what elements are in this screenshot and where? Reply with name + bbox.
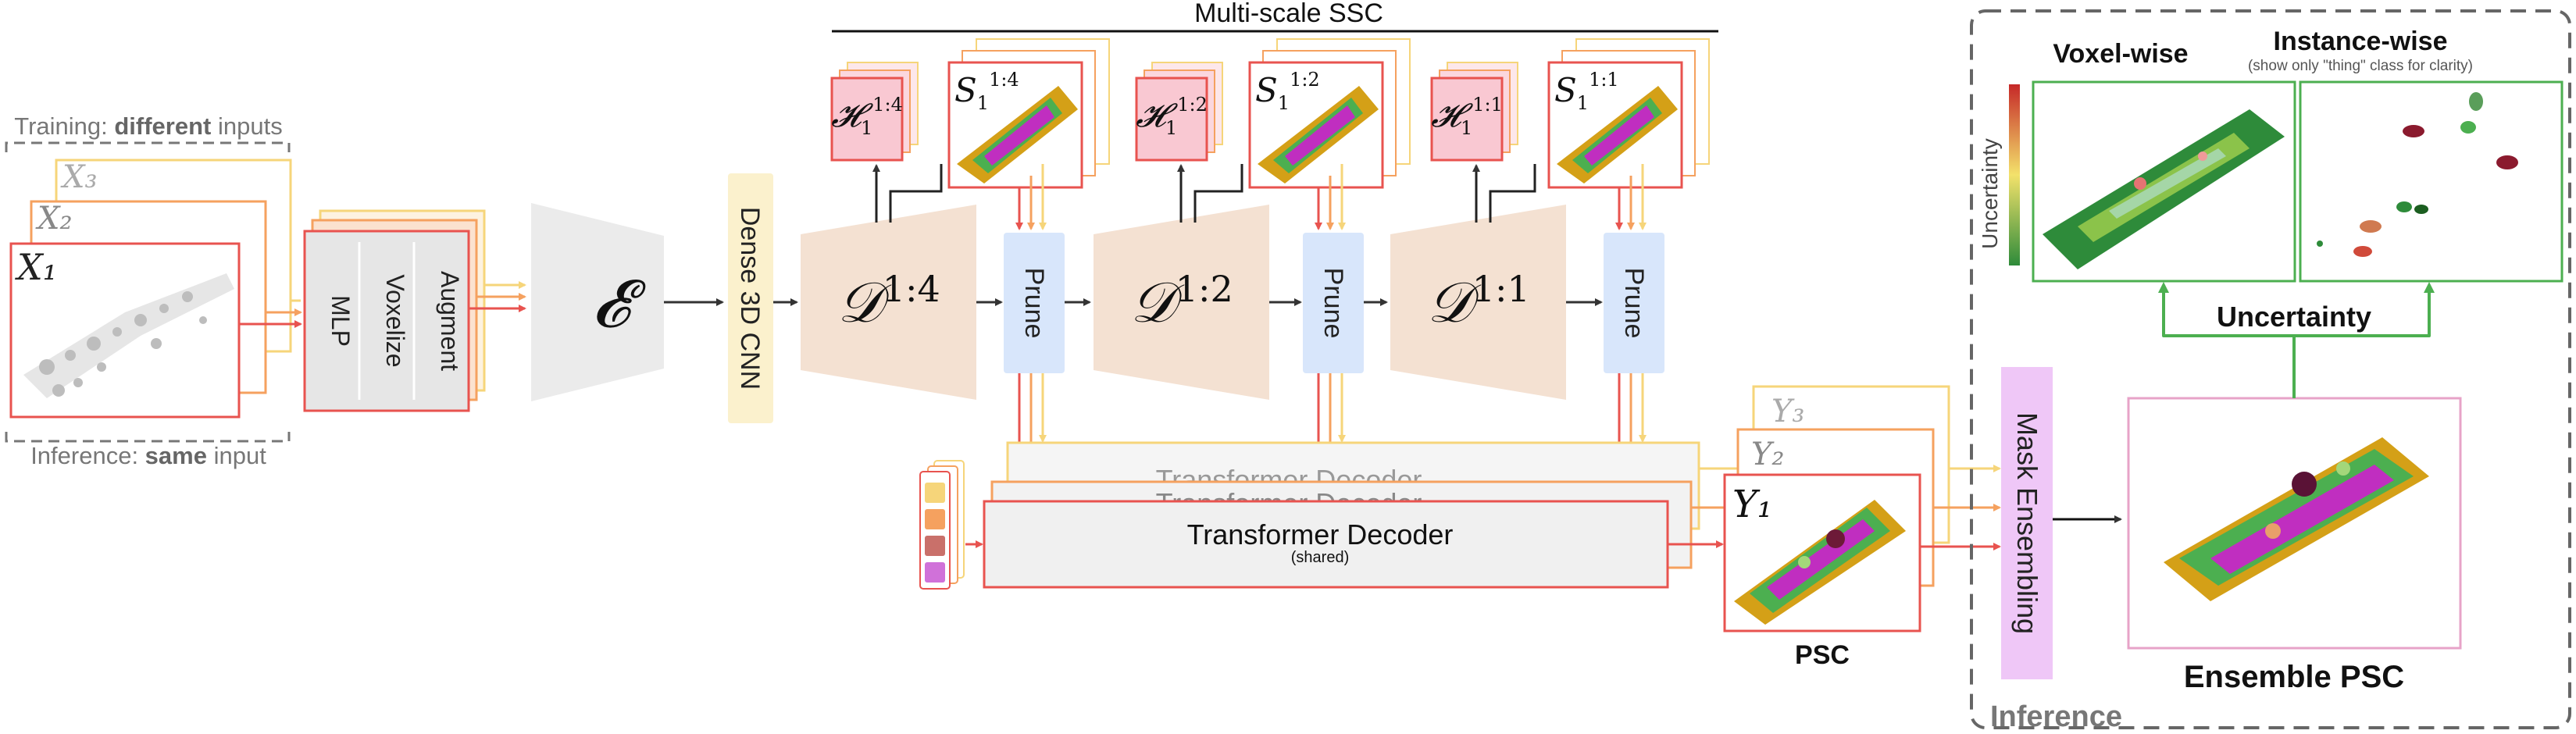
- inference-label: Inference: [1990, 700, 2122, 733]
- stage-1-1: 𝒟1:1 Prune 𝓗11:1 S11:1: [1390, 38, 1710, 501]
- outputs: Y₃ Y₂ Y₁ PSC: [1723, 385, 2001, 670]
- mask-ensembling-label: Mask Ensembling: [2011, 412, 2043, 634]
- head-1-2: [1135, 77, 1208, 162]
- transformer-sub-label: (shared): [1291, 549, 1349, 566]
- ensemble-psc-label: Ensemble PSC: [2184, 660, 2404, 694]
- prune-1-4: [1004, 233, 1065, 373]
- head-1-4: [830, 77, 904, 162]
- encoder-trapezoid: [531, 203, 664, 401]
- instance-wise-image: [2317, 92, 2518, 257]
- training-bracket: [5, 141, 291, 152]
- decoder-1-4: [801, 205, 976, 400]
- uncertainty-arrow-instance: [2294, 282, 2435, 337]
- input-section: Training: different inputs Inference: sa…: [5, 112, 302, 469]
- stage-1-4: 𝒟1:4 Prune 𝓗11:4 S11:4: [801, 38, 1110, 501]
- prune-1-1-label: Prune: [1619, 268, 1649, 339]
- preprocess-block: MLP Voxelize Augment: [303, 209, 526, 412]
- transformer-decoder-box: [983, 500, 1669, 589]
- encoder: 𝓔: [531, 203, 724, 401]
- ssc-1-4-image: [957, 86, 1078, 184]
- dense-cnn: Dense 3D CNN: [728, 173, 798, 423]
- augment-label: Augment: [436, 271, 464, 371]
- uncertainty-caption: Uncertainty: [2217, 301, 2371, 333]
- uncertainty-axis-label: Uncertainty: [1978, 138, 2002, 249]
- stage-1-2: 𝒟1:2 Prune 𝓗11:2 S11:2: [1094, 38, 1411, 501]
- instance-wise-note: (show only "thing" class for clarity): [2248, 58, 2473, 74]
- ensemble-psc-image: [2164, 437, 2429, 601]
- ssc-1-1-label: S11:1: [1554, 69, 1619, 114]
- uncertainty-arrow-voxel: [2158, 282, 2296, 398]
- preprocess-frame: [303, 230, 470, 412]
- prune-1-4-label: Prune: [1019, 268, 1049, 339]
- prune-1-2: [1303, 233, 1364, 373]
- prune-1-2-label: Prune: [1318, 268, 1348, 339]
- decoder-1-1-label: 𝒟1:1: [1427, 268, 1530, 335]
- head-1-1: [1430, 77, 1504, 162]
- psc-label: PSC: [1795, 640, 1850, 670]
- mask-ensembling-box: [2001, 367, 2053, 679]
- voxel-wise-title: Voxel-wise: [2053, 39, 2188, 69]
- input-x2-label: X₂: [35, 201, 73, 237]
- decoder-1-2: [1094, 205, 1269, 400]
- inference-frame: [1970, 9, 2571, 729]
- point-cloud-image: [23, 273, 234, 398]
- decoder-1-1: [1390, 205, 1566, 400]
- mlp-label: MLP: [326, 295, 355, 347]
- voxel-wise-image: [2043, 109, 2285, 269]
- output-y2-label: Y₂: [1751, 436, 1784, 472]
- input-x3-label: X₃: [60, 159, 98, 195]
- instance-wise-frame: [2299, 80, 2564, 283]
- output-y1-image: [1734, 500, 1906, 625]
- instance-wise-title: Instance-wise: [2274, 27, 2448, 56]
- voxelize-label: Voxelize: [381, 274, 409, 367]
- output-y3-label: Y₃: [1771, 394, 1804, 429]
- ssc-1-4-label: S11:4: [954, 69, 1019, 114]
- transformer-label: Transformer Decoder: [1187, 518, 1454, 550]
- output-y1-label: Y₁: [1732, 483, 1772, 526]
- inference-region: Inference Mask Ensembling Ensemble PSC V…: [1970, 9, 2571, 733]
- ssc-1-2-label: S11:2: [1255, 69, 1320, 114]
- ssc-1-1-image: [1557, 86, 1678, 184]
- query-tokens: [919, 460, 965, 590]
- uncertainty-colorbar: [2009, 84, 2020, 265]
- input-x1-label: X₁: [15, 246, 57, 288]
- prune-1-1: [1604, 233, 1664, 373]
- multiscale-title: Multi-scale SSC: [1194, 0, 1383, 28]
- training-caption: Training: different inputs: [14, 112, 282, 140]
- inference-bracket: [5, 432, 291, 443]
- dense-cnn-box: [728, 173, 773, 423]
- inference-caption: Inference: same input: [30, 442, 266, 469]
- dense-cnn-label: Dense 3D CNN: [735, 207, 765, 390]
- transformer-section: Transformer Decoder Transformer Decoder …: [919, 441, 1763, 590]
- ssc-1-2-image: [1258, 86, 1379, 184]
